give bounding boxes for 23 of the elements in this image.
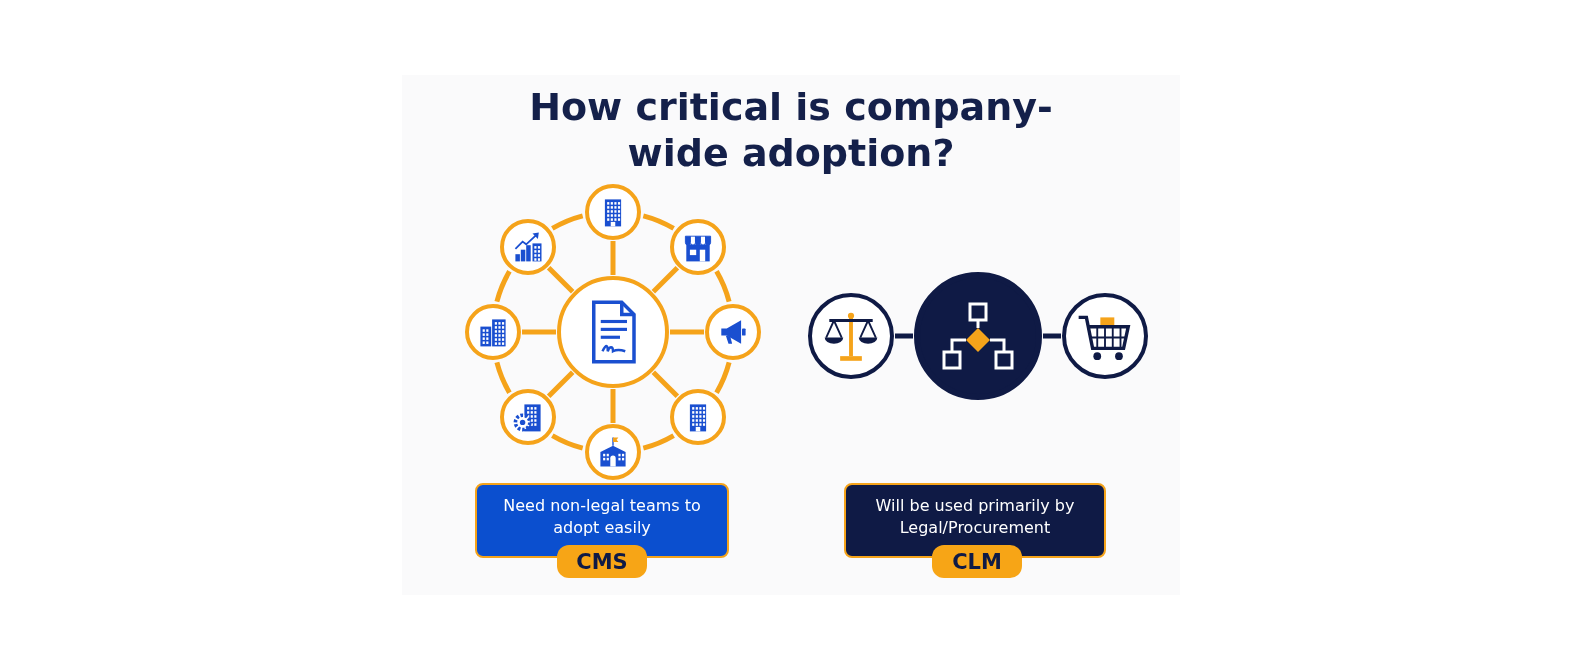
box-text: Will be used primarily by Legal/Procurement [874, 495, 1076, 539]
ring-arc [642, 213, 675, 231]
ring-arc [494, 361, 512, 394]
box-text: Need non-legal teams to adopt easily [503, 495, 701, 539]
ring-arc [642, 433, 675, 451]
connector-line [670, 329, 704, 335]
ring-arc [494, 270, 512, 303]
connector-line [522, 329, 556, 335]
connector-line [895, 333, 913, 339]
ring-arc [551, 433, 584, 451]
connector-line [1043, 333, 1061, 339]
category-badge: CLM [932, 545, 1022, 578]
connector-line [610, 241, 616, 275]
title: How critical is company-wide adoption? [528, 84, 1054, 177]
connector-line [651, 265, 680, 294]
connector-line [546, 370, 575, 399]
connector-line [610, 389, 616, 423]
ring-arc [714, 361, 732, 394]
category-badge: CMS [557, 545, 647, 578]
ring-arc [551, 213, 584, 231]
connector-line [546, 265, 575, 294]
ring-arc [714, 270, 732, 303]
connector-line [651, 370, 680, 399]
